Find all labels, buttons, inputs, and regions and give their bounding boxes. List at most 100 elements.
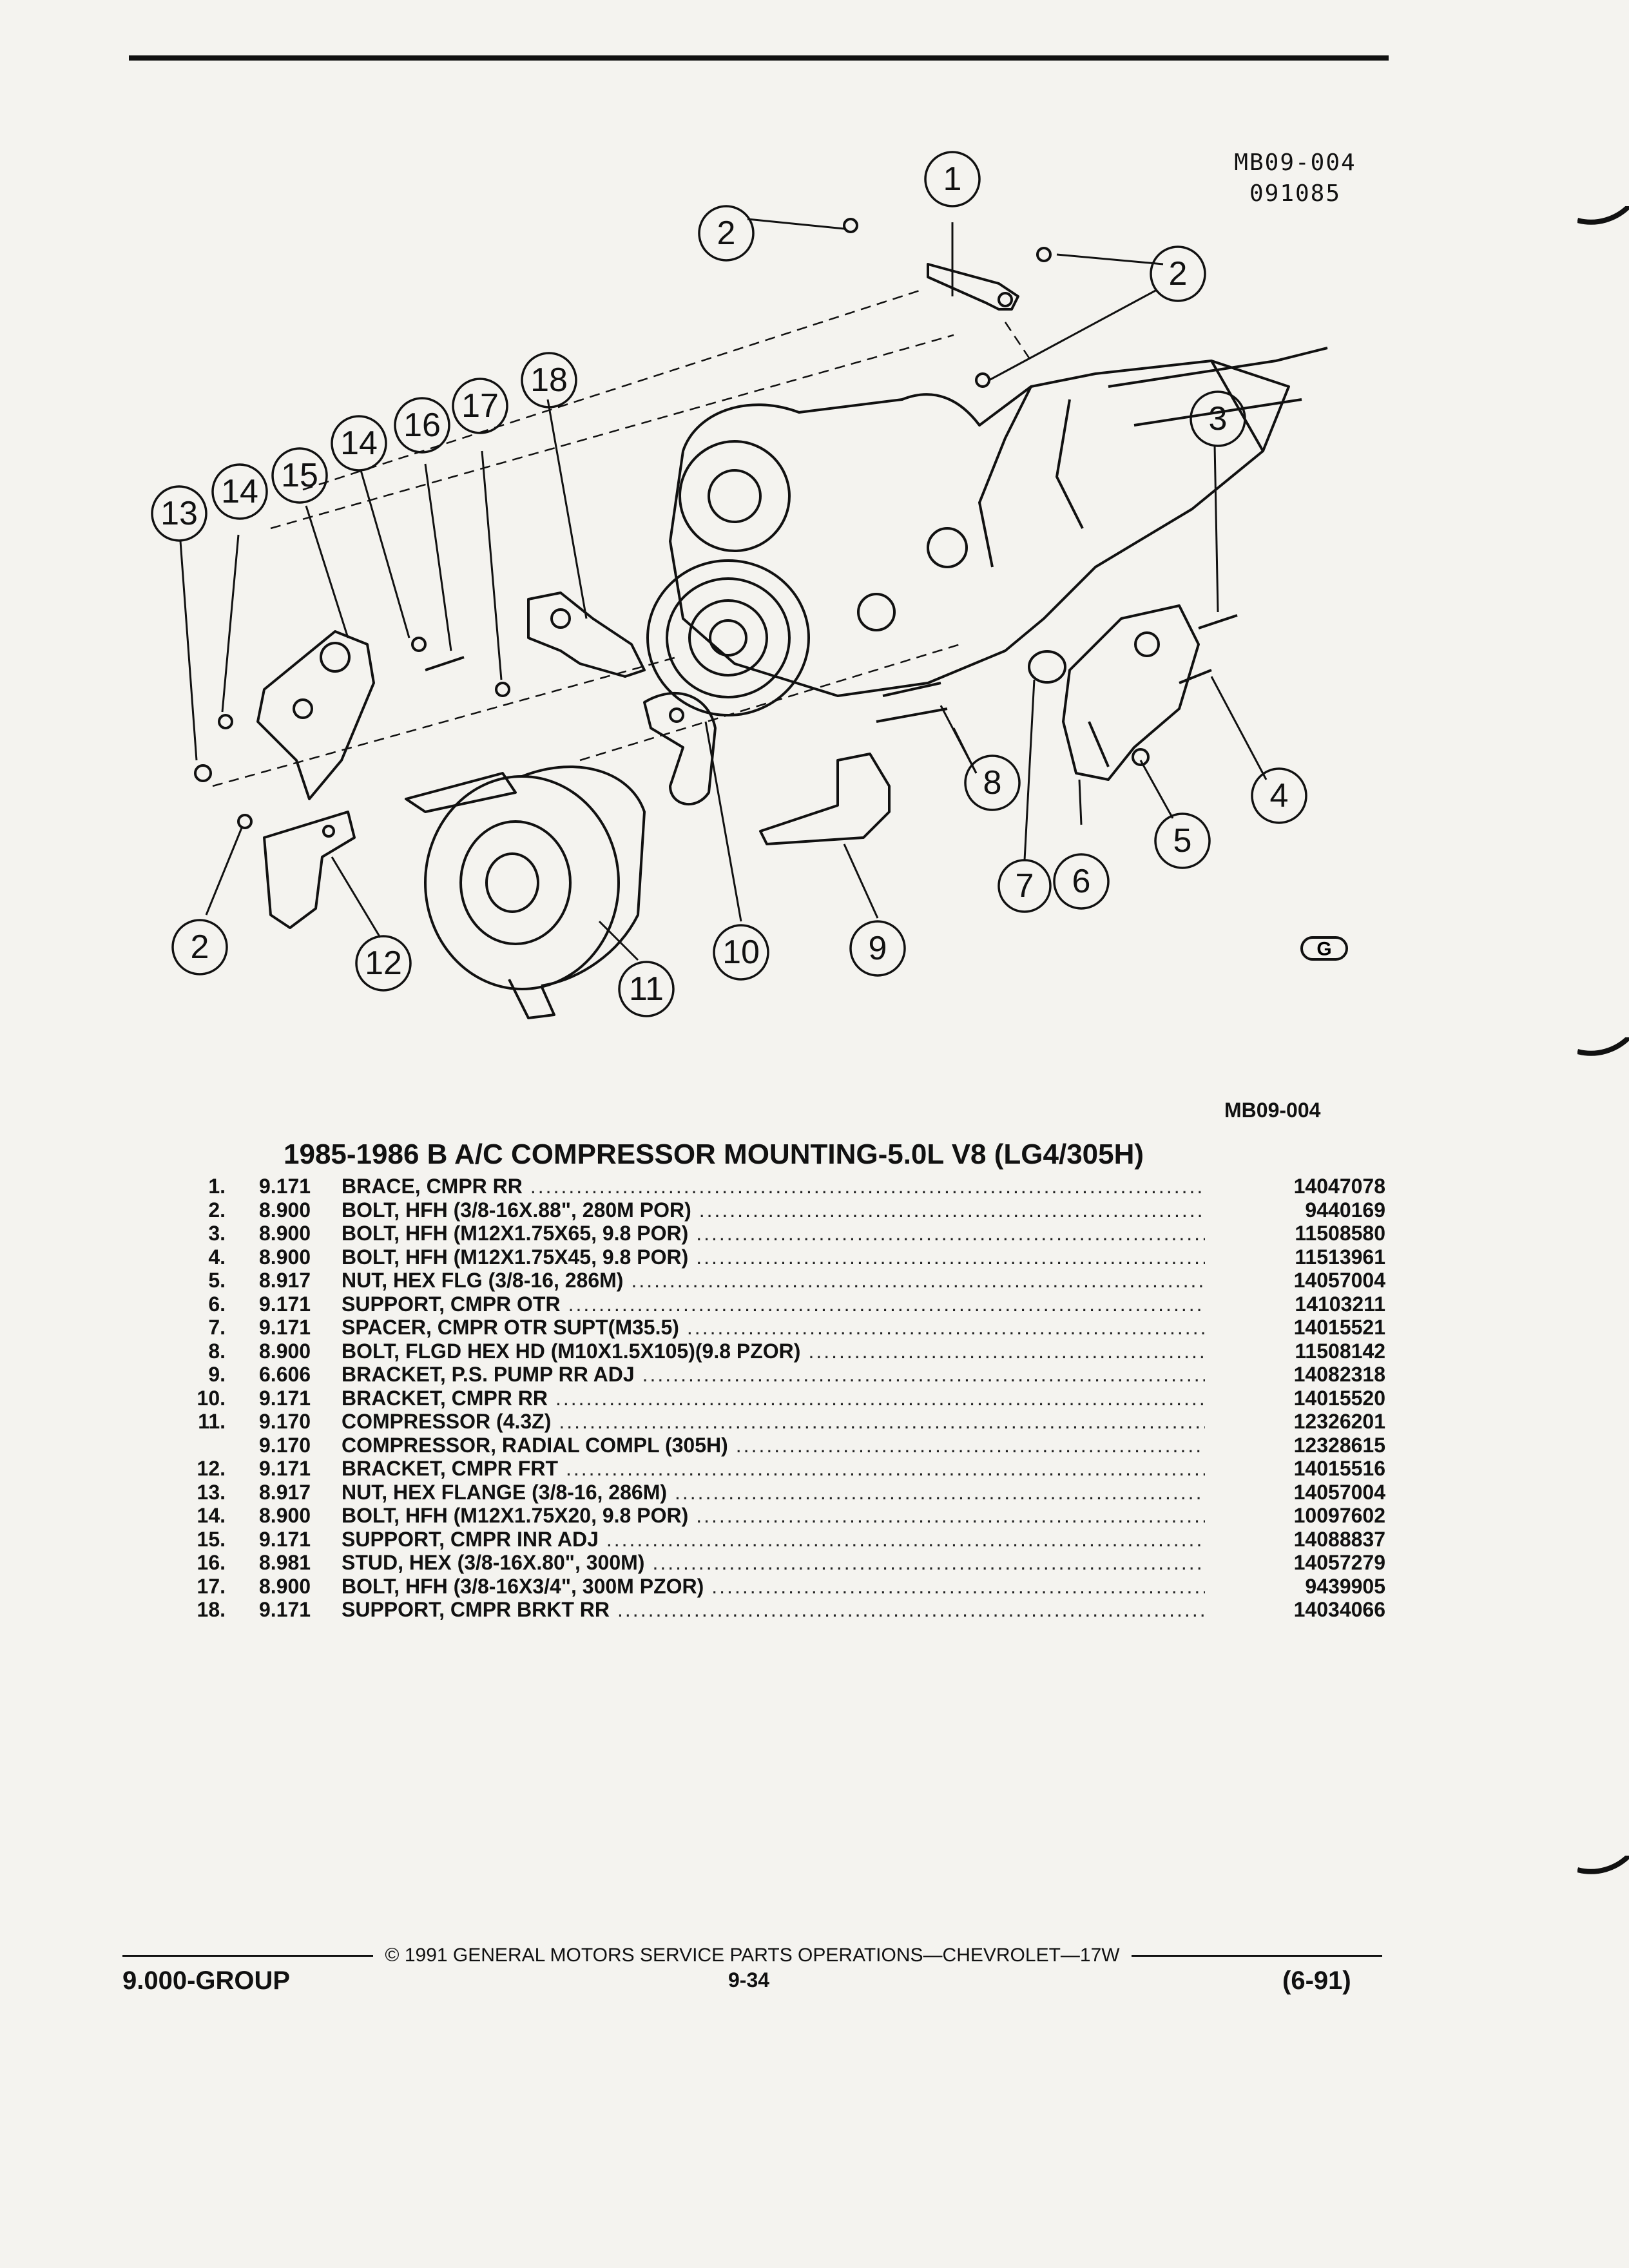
part-number: 11508580	[1295, 1222, 1385, 1245]
parts-list: 1. 9.171 BRACE , CMPR RR...................…	[187, 1175, 1385, 1622]
callout-2-bottom-left: 2	[171, 919, 228, 975]
part-number: 14057004	[1293, 1269, 1385, 1292]
dot-leader: ........................................…	[652, 1551, 1205, 1574]
group-number: 8.900	[259, 1245, 311, 1269]
diagram-artwork	[194, 218, 1328, 1019]
callout-1-label: 1	[943, 160, 962, 198]
part-number: 14047078	[1293, 1175, 1385, 1198]
part-name: COMPRESSOR	[342, 1410, 491, 1433]
callout-17-label: 17	[461, 387, 499, 425]
part-detail: , CMPR FRT	[439, 1457, 558, 1480]
callout-14-left-label: 14	[221, 473, 258, 510]
callout-3-label: 3	[1209, 400, 1228, 437]
part-detail: , HEX FLANGE (3/8-16, 286M)	[381, 1480, 667, 1504]
callout-7-label: 7	[1016, 867, 1034, 905]
part-name: BOLT	[342, 1198, 394, 1222]
dot-leader: ........................................…	[735, 1433, 1205, 1457]
callout-13-label: 13	[160, 495, 198, 532]
revision-date: (6-91)	[1282, 1966, 1351, 1995]
figure-id-label: MB09-004	[1224, 1099, 1321, 1122]
part-detail: , HEX FLG (3/8-16, 286M)	[381, 1269, 624, 1292]
dot-leader: ........................................…	[565, 1457, 1205, 1480]
part-name: STUD	[342, 1551, 398, 1574]
figure-code: MB09-004	[1234, 149, 1356, 176]
item-number: 1.	[208, 1175, 226, 1198]
footer-copyright: © 1991 GENERAL MOTORS SERVICE PARTS OPER…	[122, 1945, 1382, 1966]
part-detail: , HFH (M12X1.75X45, 9.8 POR)	[394, 1245, 689, 1269]
part-detail: , HFH (3/8-16X.88", 280M POR)	[394, 1198, 691, 1222]
part-detail: , CMPR BRKT RR	[439, 1598, 610, 1621]
part-number: 14015520	[1293, 1386, 1385, 1410]
item-number: 5.	[208, 1269, 226, 1292]
item-number: 8.	[208, 1339, 226, 1363]
part-number: 14034066	[1293, 1598, 1385, 1621]
part-detail: , CMPR INR ADJ	[439, 1527, 599, 1551]
part-name: BOLT	[342, 1222, 394, 1245]
part-name: BRACE	[342, 1175, 415, 1198]
callout-16-label: 16	[403, 407, 441, 444]
part-name: NUT	[342, 1480, 382, 1504]
dot-leader: ........................................…	[555, 1386, 1205, 1410]
group-number: 8.900	[259, 1222, 311, 1245]
part-name: BRACKET	[342, 1457, 440, 1480]
item-number: 4.	[208, 1245, 226, 1269]
callout-8: 8	[964, 754, 1021, 811]
part-detail: , RADIAL COMPL (305H)	[490, 1433, 728, 1457]
callout-6: 6	[1053, 853, 1110, 910]
part-name: BOLT	[342, 1339, 394, 1363]
callout-9: 9	[849, 920, 906, 977]
group-number: 9.171	[259, 1316, 311, 1339]
dot-leader: ........................................…	[696, 1504, 1205, 1527]
part-detail: , HFH (3/8-16X3/4", 300M PZOR)	[394, 1574, 704, 1598]
callout-11: 11	[618, 961, 675, 1017]
part-description: NUT, HEX FLG (3/8-16, 286M).............…	[342, 1269, 1205, 1293]
callout-3: 3	[1190, 390, 1246, 447]
binder-mark-icon	[1577, 1037, 1629, 1056]
callout-12: 12	[355, 935, 412, 992]
part-detail: , CMPR OTR	[439, 1292, 561, 1316]
callout-14-left: 14	[211, 463, 268, 520]
dot-leader: ........................................…	[696, 1245, 1205, 1269]
part-description: BOLT, HFH (3/8-16X.88", 280M POR).......…	[342, 1198, 1205, 1222]
group-number: 9.171	[259, 1175, 311, 1198]
part-description: COMPRESSOR (4.3Z).......................…	[342, 1410, 1205, 1434]
item-number: 17.	[197, 1574, 226, 1598]
part-name: COMPRESSOR	[342, 1433, 491, 1457]
dot-leader: ........................................…	[606, 1527, 1205, 1551]
group-number: 9.170	[259, 1410, 311, 1433]
callout-2-top-left-label: 2	[717, 215, 736, 252]
part-description: BRACKET, CMPR RR........................…	[342, 1387, 1205, 1410]
part-number: 11508142	[1295, 1339, 1385, 1363]
group-number: 9.171	[259, 1386, 311, 1410]
part-detail: , CMPR RR	[439, 1386, 548, 1410]
callout-2-top-right: 2	[1150, 245, 1206, 302]
group-number: 8.917	[259, 1269, 311, 1292]
item-number: 2.	[208, 1198, 226, 1222]
part-number: 9439905	[1305, 1574, 1385, 1598]
part-name: BOLT	[342, 1574, 394, 1598]
part-description: BOLT, HFH (3/8-16X3/4", 300M PZOR)......…	[342, 1575, 1205, 1599]
callout-14-right-label: 14	[340, 425, 378, 462]
footer-group-label: 9.000-GROUP	[122, 1966, 291, 1995]
group-number: 8.900	[259, 1574, 311, 1598]
part-description: SUPPORT, CMPR OTR.......................…	[342, 1293, 1205, 1316]
item-number: 18.	[197, 1598, 226, 1621]
callout-17: 17	[452, 378, 508, 434]
part-description: STUD, HEX (3/8-16X.80", 300M)...........…	[342, 1551, 1205, 1575]
part-description: SUPPORT, CMPR BRKT RR...................…	[342, 1598, 1205, 1622]
group-number: 9.171	[259, 1292, 311, 1316]
part-number: 12328615	[1293, 1433, 1385, 1457]
part-detail: (4.3Z)	[490, 1410, 552, 1433]
dot-leader: ........................................…	[631, 1269, 1205, 1292]
part-description: BOLT, HFH (M12X1.75X20, 9.8 POR)........…	[342, 1504, 1205, 1528]
item-number: 16.	[197, 1551, 226, 1574]
dot-leader: ........................................…	[642, 1363, 1205, 1386]
callout-1: 1	[924, 151, 981, 207]
